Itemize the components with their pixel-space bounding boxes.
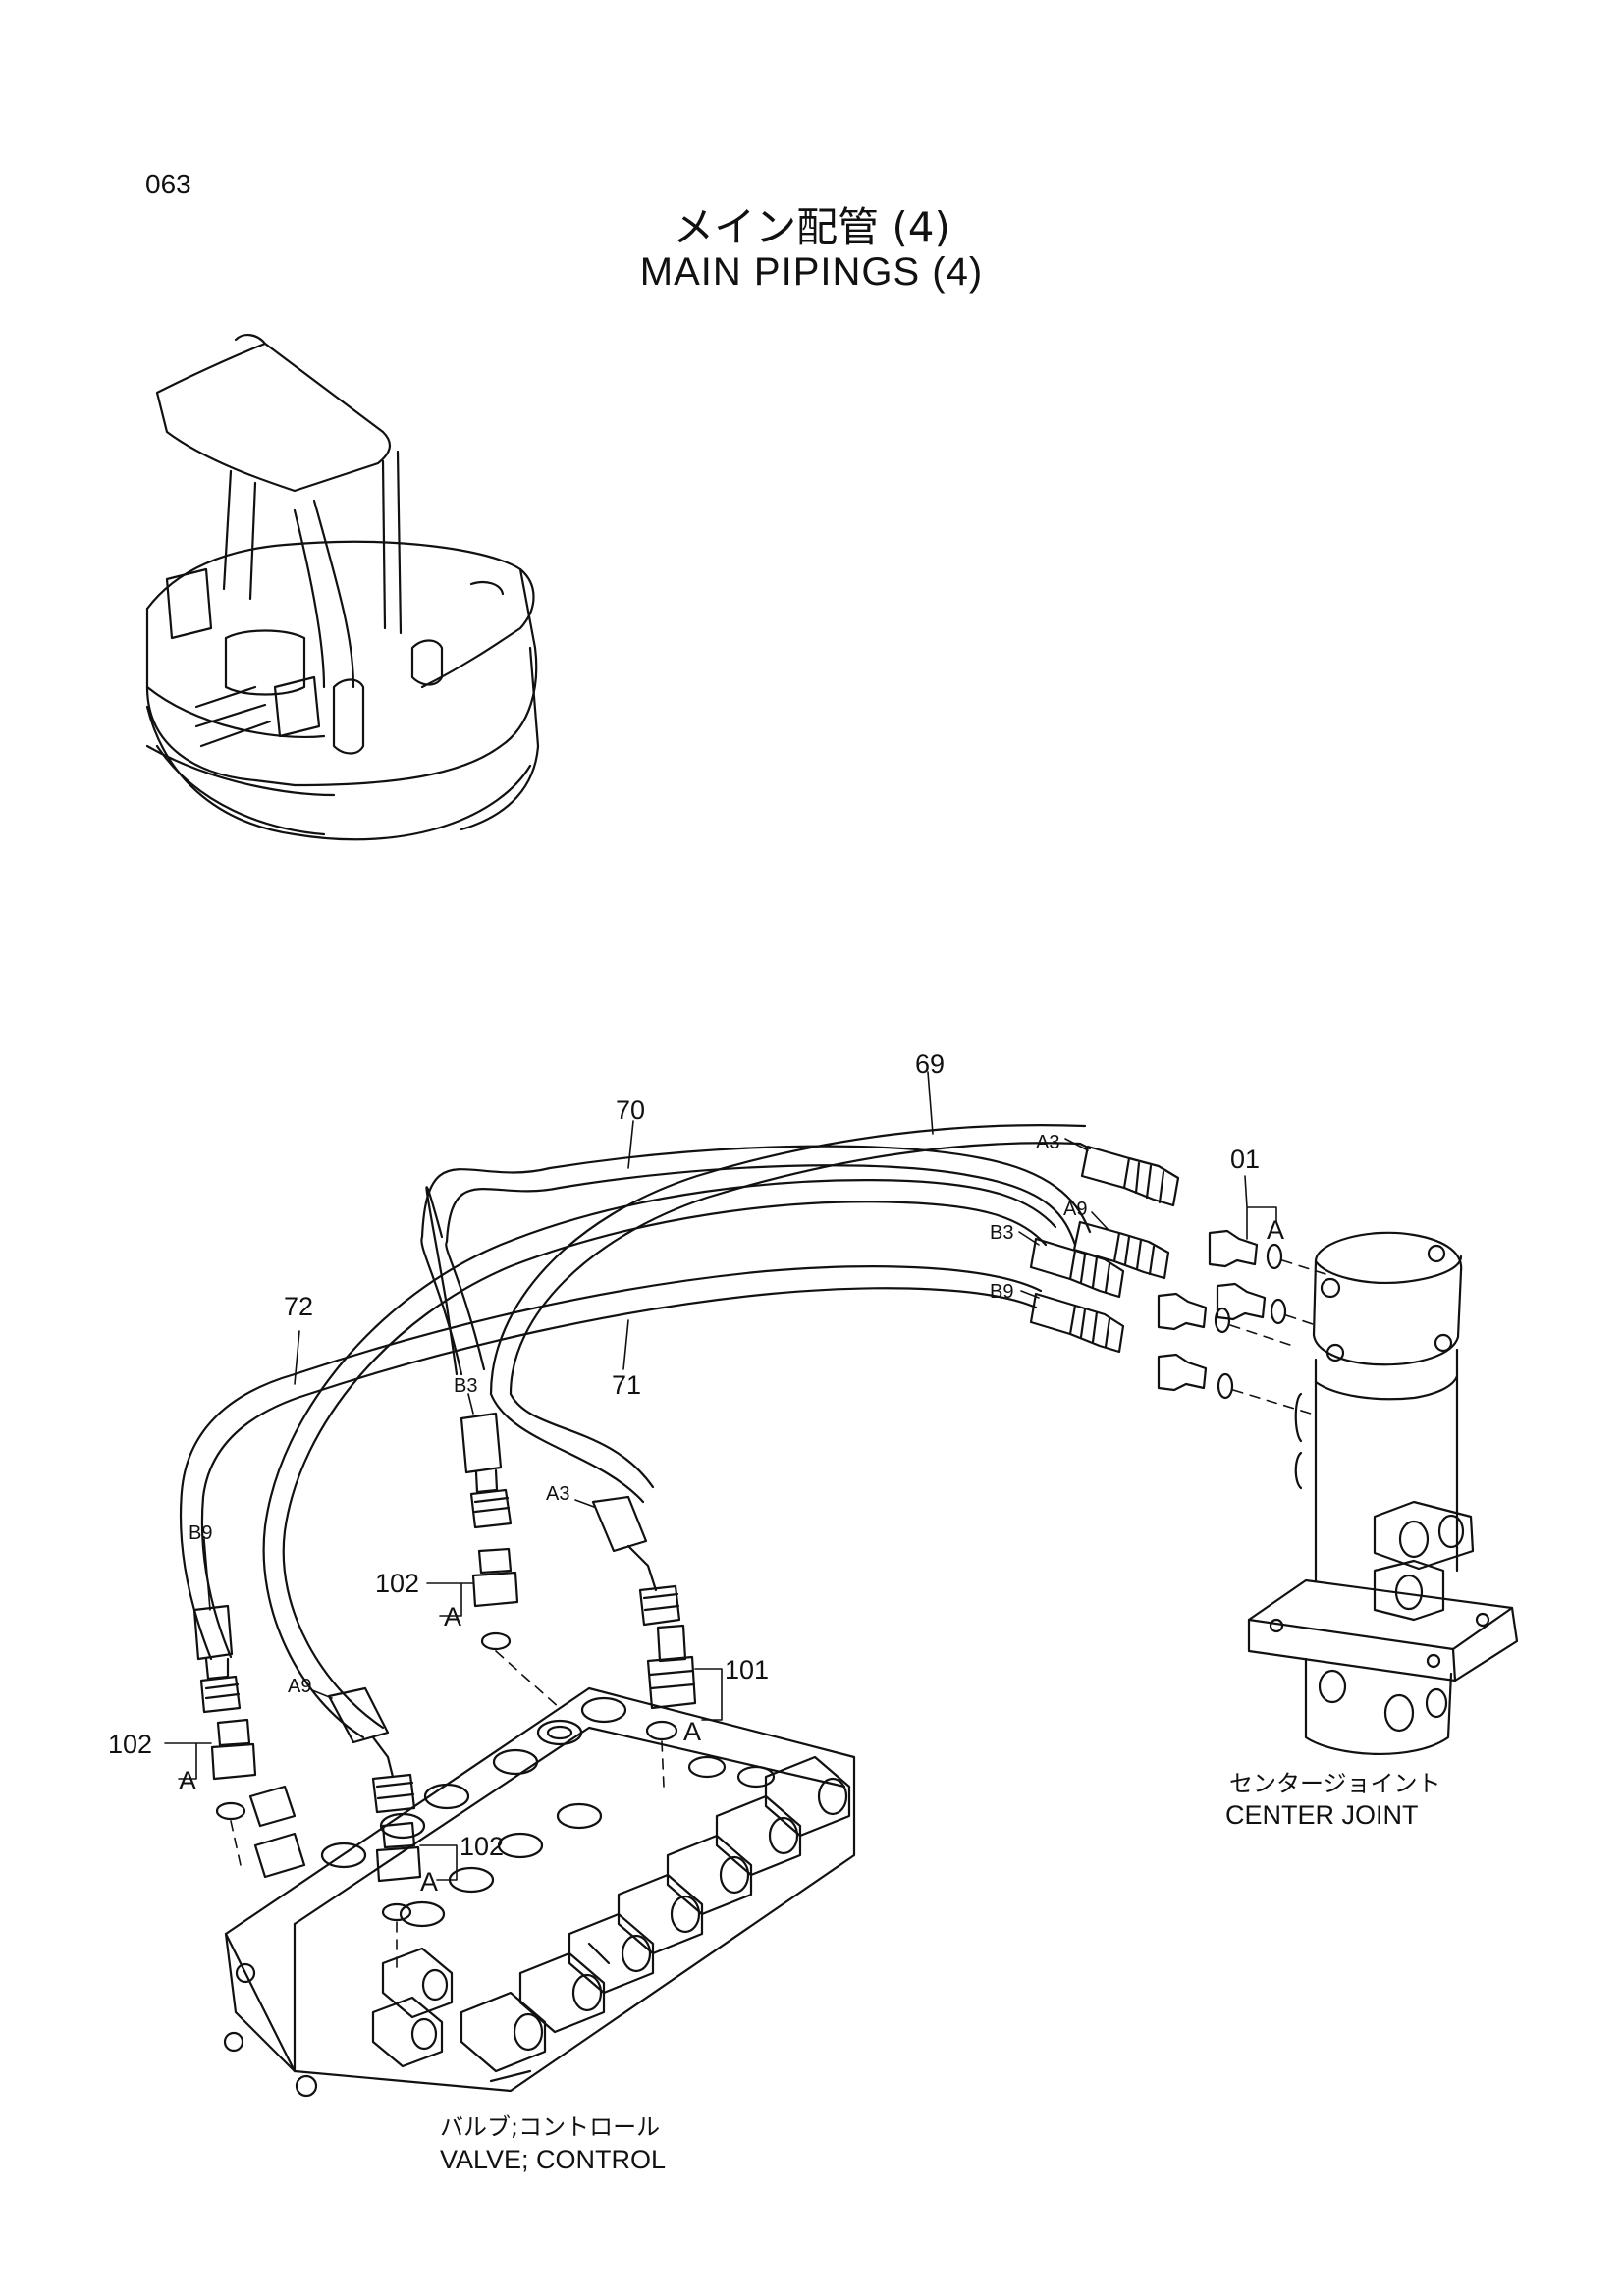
machine-overview-illustration	[145, 334, 540, 841]
section-mark-a-102-top: A	[444, 1602, 461, 1631]
leader-lines	[164, 1071, 1277, 1881]
hose-72	[179, 1265, 1043, 1661]
port-label-b9-left: B9	[189, 1522, 212, 1544]
callout-101: 101	[725, 1655, 769, 1684]
hose-70	[420, 1145, 1092, 1376]
adapters-01	[1157, 1229, 1267, 1392]
callout-72: 72	[284, 1292, 313, 1321]
alignment-lines-joint	[1229, 1259, 1326, 1415]
caption-center-joint-en: CENTER JOINT	[1225, 1800, 1419, 1830]
caption-valve-en: VALVE; CONTROL	[440, 2145, 667, 2174]
port-label-a3-left: A3	[546, 1483, 569, 1505]
callout-69: 69	[915, 1049, 945, 1079]
caption-center-joint-jp: センタージョイント	[1229, 1770, 1441, 1797]
port-label-a9-left: A9	[288, 1676, 311, 1697]
adapters-102-101	[210, 1547, 697, 1922]
callout-102-mid: 102	[460, 1832, 504, 1861]
port-label-b3-left: B3	[454, 1375, 477, 1397]
hose-69	[489, 1124, 1092, 1504]
page-title-jp: メイン配管 (4)	[673, 203, 950, 251]
section-mark-a-101: A	[683, 1717, 701, 1746]
center-joint-illustration	[1247, 1231, 1519, 1756]
page-number: 063	[145, 169, 191, 199]
port-label-a9-right: A9	[1063, 1199, 1087, 1220]
port-label-b3-right: B3	[990, 1222, 1013, 1244]
callout-70: 70	[616, 1095, 645, 1125]
caption-valve-jp: バルブ;コントロール	[440, 2113, 661, 2141]
port-label-b9-right: B9	[990, 1281, 1013, 1303]
callout-01: 01	[1230, 1145, 1260, 1174]
section-mark-a-102-mid: A	[420, 1867, 438, 1896]
section-mark-a-joint: A	[1267, 1215, 1284, 1245]
hose-end-fittings-right	[1029, 1145, 1180, 1354]
alignment-lines-valve	[230, 1650, 665, 1974]
hose-71	[262, 1179, 1057, 1739]
o-rings-joint	[1214, 1243, 1287, 1400]
page-title-en: MAIN PIPINGS (4)	[639, 250, 984, 294]
callout-102-left: 102	[108, 1730, 152, 1759]
callout-71: 71	[612, 1370, 641, 1400]
hose-end-fittings-left	[192, 1412, 681, 1814]
callout-102-top: 102	[375, 1569, 419, 1598]
port-label-a3-right: A3	[1036, 1132, 1059, 1153]
section-mark-a-102-left: A	[179, 1766, 196, 1795]
control-valve-illustration	[223, 1686, 856, 2098]
